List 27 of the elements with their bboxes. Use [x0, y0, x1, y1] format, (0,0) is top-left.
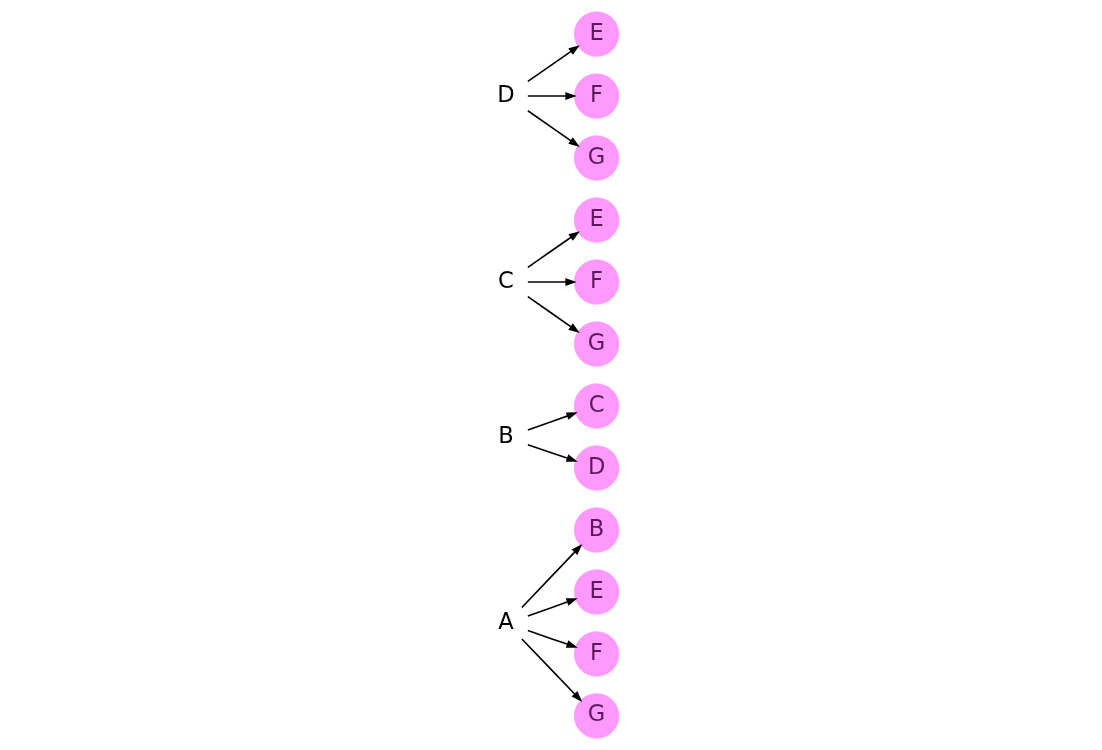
- node-circle: G: [573, 321, 619, 367]
- node-circle: F: [573, 73, 619, 119]
- node-circle: G: [573, 135, 619, 181]
- arrow: [526, 45, 580, 83]
- node-circle: F: [573, 259, 619, 305]
- node-circle: C: [573, 383, 619, 429]
- node-circle: F: [573, 631, 619, 677]
- arrow: [526, 278, 577, 286]
- arrow: [526, 629, 578, 648]
- arrow: [520, 638, 582, 702]
- node-text: C: [497, 266, 514, 293]
- node-circle: E: [573, 11, 619, 57]
- node-circle: B: [573, 507, 619, 553]
- arrow: [526, 412, 578, 431]
- node-text: B: [497, 421, 514, 448]
- arrow: [526, 92, 577, 100]
- arrow: [520, 544, 582, 609]
- node-circle: E: [573, 569, 619, 615]
- arrow: [526, 598, 578, 617]
- arrow: [526, 295, 580, 333]
- arrow: [526, 109, 580, 147]
- node-text: A: [497, 607, 514, 634]
- arrow: [526, 231, 580, 269]
- node-circle: D: [573, 445, 619, 491]
- arrow: [526, 443, 578, 462]
- node-circle: E: [573, 197, 619, 243]
- node-text: D: [496, 80, 515, 107]
